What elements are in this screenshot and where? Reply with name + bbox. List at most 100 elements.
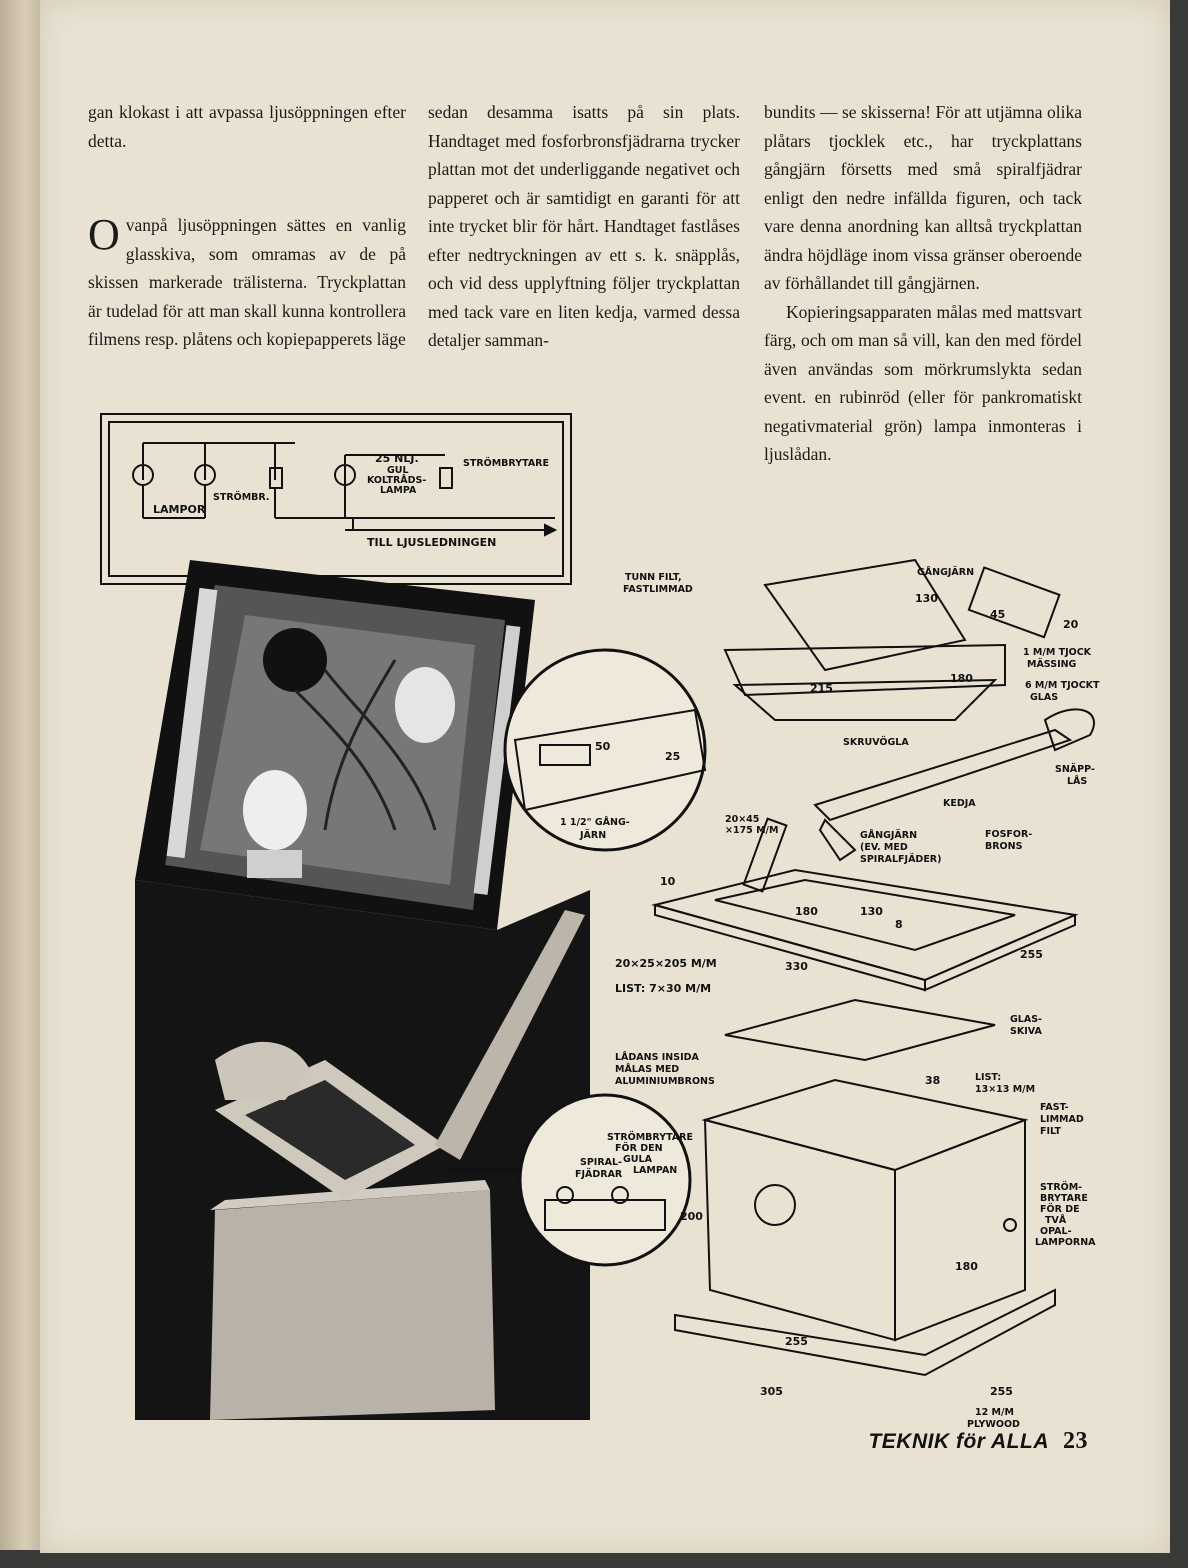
label-gul: GUL [387, 465, 409, 476]
dim-180-b: 180 [795, 905, 818, 918]
label-fast-1: FAST- [1040, 1102, 1069, 1113]
label-sb-opal-1: STRÖM- [1040, 1182, 1082, 1193]
label-hinge-1: 1 1/2" GÅNG- [560, 817, 630, 828]
label-175: ×175 M/M [725, 825, 778, 836]
paragraph: Kopieringsapparaten målas med mattsvart … [764, 301, 1082, 465]
label-list-13-a: LIST: [975, 1072, 1001, 1083]
paragraph: gan klokast i att avpassa ljusöppningen … [88, 102, 406, 151]
dim-255-b: 255 [785, 1335, 808, 1348]
wiring-schematic [100, 413, 572, 585]
label-till-ljusledningen: TILL LJUSLEDNINGEN [367, 536, 496, 549]
technical-drawing: LAMPOR STRÖMBR. 25 NLJ. GUL KOLTRÅDS- LA… [100, 413, 1100, 1430]
label-sb-gula-1: STRÖMBRYTARE [607, 1132, 693, 1143]
label-ladans-3: ALUMINIUMBRONS [615, 1076, 715, 1087]
paragraph-text: vanpå ljusöppningen sättes en vanlig gla… [88, 215, 406, 349]
label-sb-gula-2: FÖR DEN [615, 1143, 663, 1154]
paragraph: bundits — se skisserna! För att utjämna … [764, 102, 1082, 293]
label-kedja: KEDJA [943, 798, 976, 809]
label-sb-gula-4: LAMPAN [633, 1165, 677, 1176]
label-list-7x30: LIST: 7×30 M/M [615, 982, 711, 995]
label-sb-opal-5: OPAL- [1040, 1226, 1072, 1237]
page-number: 23 [1063, 1428, 1088, 1454]
label-glas-1: 6 M/M TJOCKT [1025, 680, 1100, 691]
label-fastlimmad: FASTLIMMAD [623, 584, 693, 595]
text-column-2: sedan desamma isatts på sin plats. Handt… [428, 98, 740, 355]
label-fosfor-1: FOSFOR- [985, 829, 1032, 840]
dim-255-a: 255 [1020, 948, 1043, 961]
label-ladans-2: MÅLAS MED [615, 1064, 679, 1075]
label-plywood-1: 12 M/M [975, 1407, 1014, 1418]
label-snapplas-2: LÅS [1067, 776, 1087, 787]
label-glas-2: GLAS [1030, 692, 1058, 703]
dim-180-a: 180 [950, 672, 973, 685]
illustration-area: LAMPOR STRÖMBR. 25 NLJ. GUL KOLTRÅDS- LA… [95, 410, 1105, 1450]
dim-25: 25 [665, 750, 680, 763]
label-sb-opal-3: FÖR DE [1040, 1204, 1080, 1215]
label-fast-3: FILT [1040, 1126, 1062, 1137]
label-skruvogla: SKRUVÖGLA [843, 737, 909, 748]
drawing-lid [723, 558, 1061, 721]
drawing-frame [651, 817, 1079, 992]
dim-180-c: 180 [955, 1260, 978, 1273]
text-column-3: bundits — se skisserna! För att utjämna … [764, 98, 1082, 469]
label-25nlj: 25 NLJ. [375, 452, 419, 465]
dim-8: 8 [895, 918, 903, 931]
label-hinge-2: JÄRN [579, 830, 606, 841]
dim-38: 38 [925, 1074, 940, 1087]
label-spiral-1: SPIRAL- [580, 1157, 622, 1168]
drawing-light-box [674, 1078, 1056, 1377]
label-20x45: 20×45 [725, 814, 759, 825]
magazine-name: TEKNIK för ALLA [868, 1430, 1049, 1453]
drawing-glass-sheet [724, 998, 996, 1062]
label-fast-2: LIMMAD [1040, 1114, 1084, 1125]
label-lampor: LAMPOR [153, 503, 206, 516]
previous-page-edge [0, 0, 40, 1550]
label-gangjarn-ev-1: GÅNGJÄRN [860, 830, 917, 841]
label-fosfor-2: BRONS [985, 841, 1023, 852]
label-snapplas-1: SNÄPP- [1055, 764, 1095, 775]
page-footer: TEKNIK för ALLA 23 [868, 1428, 1088, 1455]
drop-cap: O [88, 210, 120, 259]
label-sb-opal-2: BRYTARE [1040, 1193, 1088, 1204]
text-column-1: gan klokast i att avpassa ljusöppningen … [88, 98, 406, 354]
label-koltrads: KOLTRÅDS- [367, 475, 426, 486]
label-ladans-1: LÅDANS INSIDA [615, 1052, 699, 1063]
label-sb-gula-3: GULA [623, 1154, 653, 1165]
dim-200: 200 [680, 1210, 703, 1223]
inset-spiral-springs [445, 1093, 692, 1267]
label-sb-opal-6: LAMPORNA [1035, 1237, 1096, 1248]
label-massing-2: MÄSSING [1027, 659, 1077, 670]
label-gangjarn-ev-2: (EV. MED [860, 842, 908, 853]
dim-130: 130 [915, 592, 938, 605]
label-spiral-2: FJÄDRAR [575, 1169, 623, 1180]
label-glasskiva-1: GLAS- [1010, 1014, 1042, 1025]
dim-255-c: 255 [990, 1385, 1013, 1398]
dim-45: 45 [990, 608, 1005, 621]
dim-50: 50 [595, 740, 611, 753]
photo-lightbox-interior [135, 560, 535, 930]
drawing-handle [813, 708, 1095, 862]
magazine-page: gan klokast i att avpassa ljusöppningen … [40, 0, 1170, 1553]
label-strombr: STRÖMBR. [213, 492, 270, 503]
label-strombrytare: STRÖMBRYTARE [463, 458, 549, 469]
label-plywood-2: PLYWOOD [967, 1419, 1020, 1430]
dim-20: 20 [1063, 618, 1079, 631]
label-20x25x205: 20×25×205 M/M [615, 957, 717, 970]
label-gangjarn: GÅNGJÄRN [917, 567, 974, 578]
label-tunn-filt: TUNN FILT, [625, 572, 682, 583]
photo-printing-frame [135, 880, 590, 1420]
dim-130-b: 130 [860, 905, 883, 918]
inset-hinge-detail [503, 648, 707, 852]
label-sb-opal-4: TVÅ [1045, 1215, 1067, 1226]
label-list-13-b: 13×13 M/M [975, 1084, 1035, 1095]
dim-305: 305 [760, 1385, 783, 1398]
dim-330: 330 [785, 960, 808, 973]
label-glasskiva-2: SKIVA [1010, 1026, 1042, 1037]
dim-10: 10 [660, 875, 676, 888]
dim-215: 215 [810, 682, 833, 695]
paragraph: sedan desamma isatts på sin plats. Handt… [428, 102, 740, 350]
label-gangjarn-ev-3: SPIRALFJÄDER) [860, 854, 941, 865]
label-massing-1: 1 M/M TJOCK [1023, 647, 1092, 658]
label-lampa: LAMPA [380, 485, 417, 496]
